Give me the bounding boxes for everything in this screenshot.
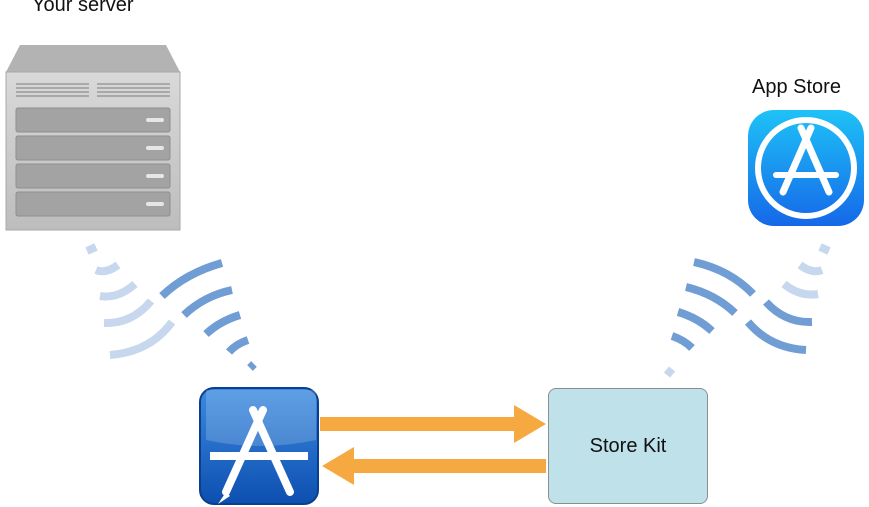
server-label: Your server <box>32 0 134 16</box>
server-icon <box>5 45 181 231</box>
arrow-app-to-storekit <box>320 405 546 443</box>
store-kit-label: Store Kit <box>589 434 667 457</box>
app-store-label: App Store <box>752 76 841 98</box>
server-signal-waves <box>85 243 257 371</box>
app-icon <box>199 387 319 505</box>
arrow-storekit-to-app <box>322 447 546 485</box>
store-kit-box: Store Kit <box>548 388 708 504</box>
app-store-signal-waves <box>663 243 831 378</box>
app-store-icon <box>748 110 864 226</box>
